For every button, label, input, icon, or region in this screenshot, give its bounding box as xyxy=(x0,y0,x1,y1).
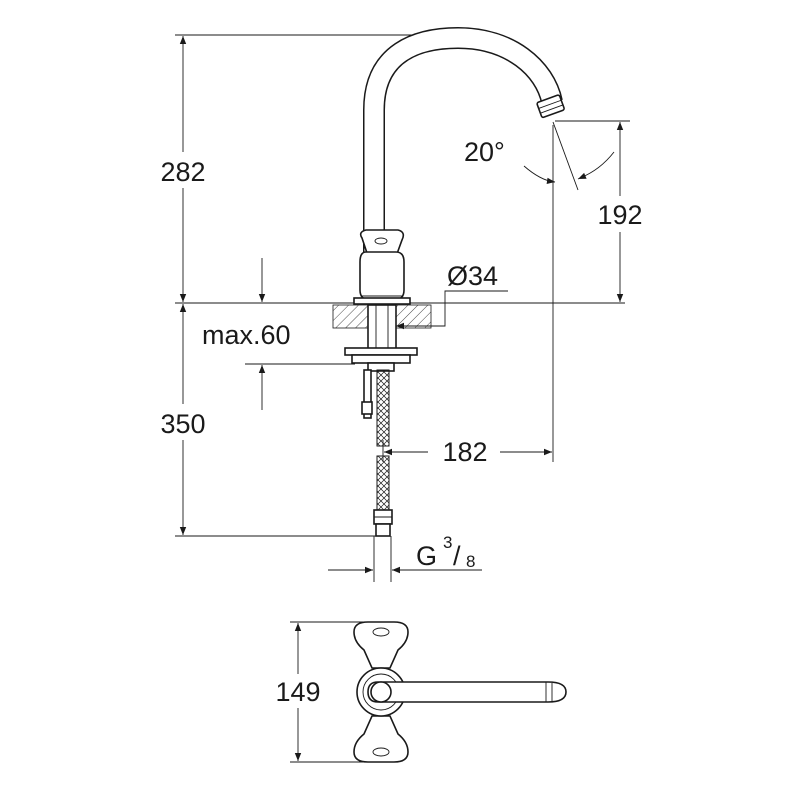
base-flange xyxy=(353,297,411,305)
label-thread-slash: / xyxy=(453,541,461,571)
label-height-below: 350 xyxy=(160,409,205,439)
top-handle-lower xyxy=(353,715,409,763)
aerator xyxy=(536,94,565,119)
label-height-above: 282 xyxy=(160,157,205,187)
label-top-view-width: 149 xyxy=(275,677,320,707)
label-diameter: Ø34 xyxy=(447,261,498,291)
faucet-body xyxy=(359,251,405,301)
label-thread-denominator: 8 xyxy=(466,552,475,571)
hose-braided-upper xyxy=(376,369,390,447)
hose-braided-lower xyxy=(376,455,390,511)
spout-angle-line xyxy=(552,121,579,191)
hose-connector xyxy=(375,523,391,537)
mounting-shank xyxy=(367,304,397,352)
label-thread-g: G xyxy=(416,541,437,571)
hose-short xyxy=(363,369,372,419)
handle-indicator-icon xyxy=(374,237,388,245)
mounting-plate xyxy=(344,347,418,356)
top-handle-lower-indicator-icon xyxy=(372,747,390,757)
label-thread-numerator: 3 xyxy=(443,533,452,552)
top-handle-upper-indicator-icon xyxy=(372,627,390,637)
mounting-nut xyxy=(351,354,411,364)
side-view: 282 350 192 max.60 182 Ø34 20° xyxy=(150,26,654,582)
label-max-thickness: max.60 xyxy=(202,320,291,350)
label-spout-reach: 182 xyxy=(442,437,487,467)
label-spout-angle: 20° xyxy=(464,137,505,167)
label-outlet-height: 192 xyxy=(597,200,642,230)
top-handle-upper xyxy=(353,621,409,669)
angle-arc-left xyxy=(523,165,555,183)
top-view: 149 xyxy=(266,621,567,763)
angle-arc-right xyxy=(579,151,615,179)
top-spout xyxy=(367,681,567,703)
spout-outline xyxy=(363,26,563,288)
